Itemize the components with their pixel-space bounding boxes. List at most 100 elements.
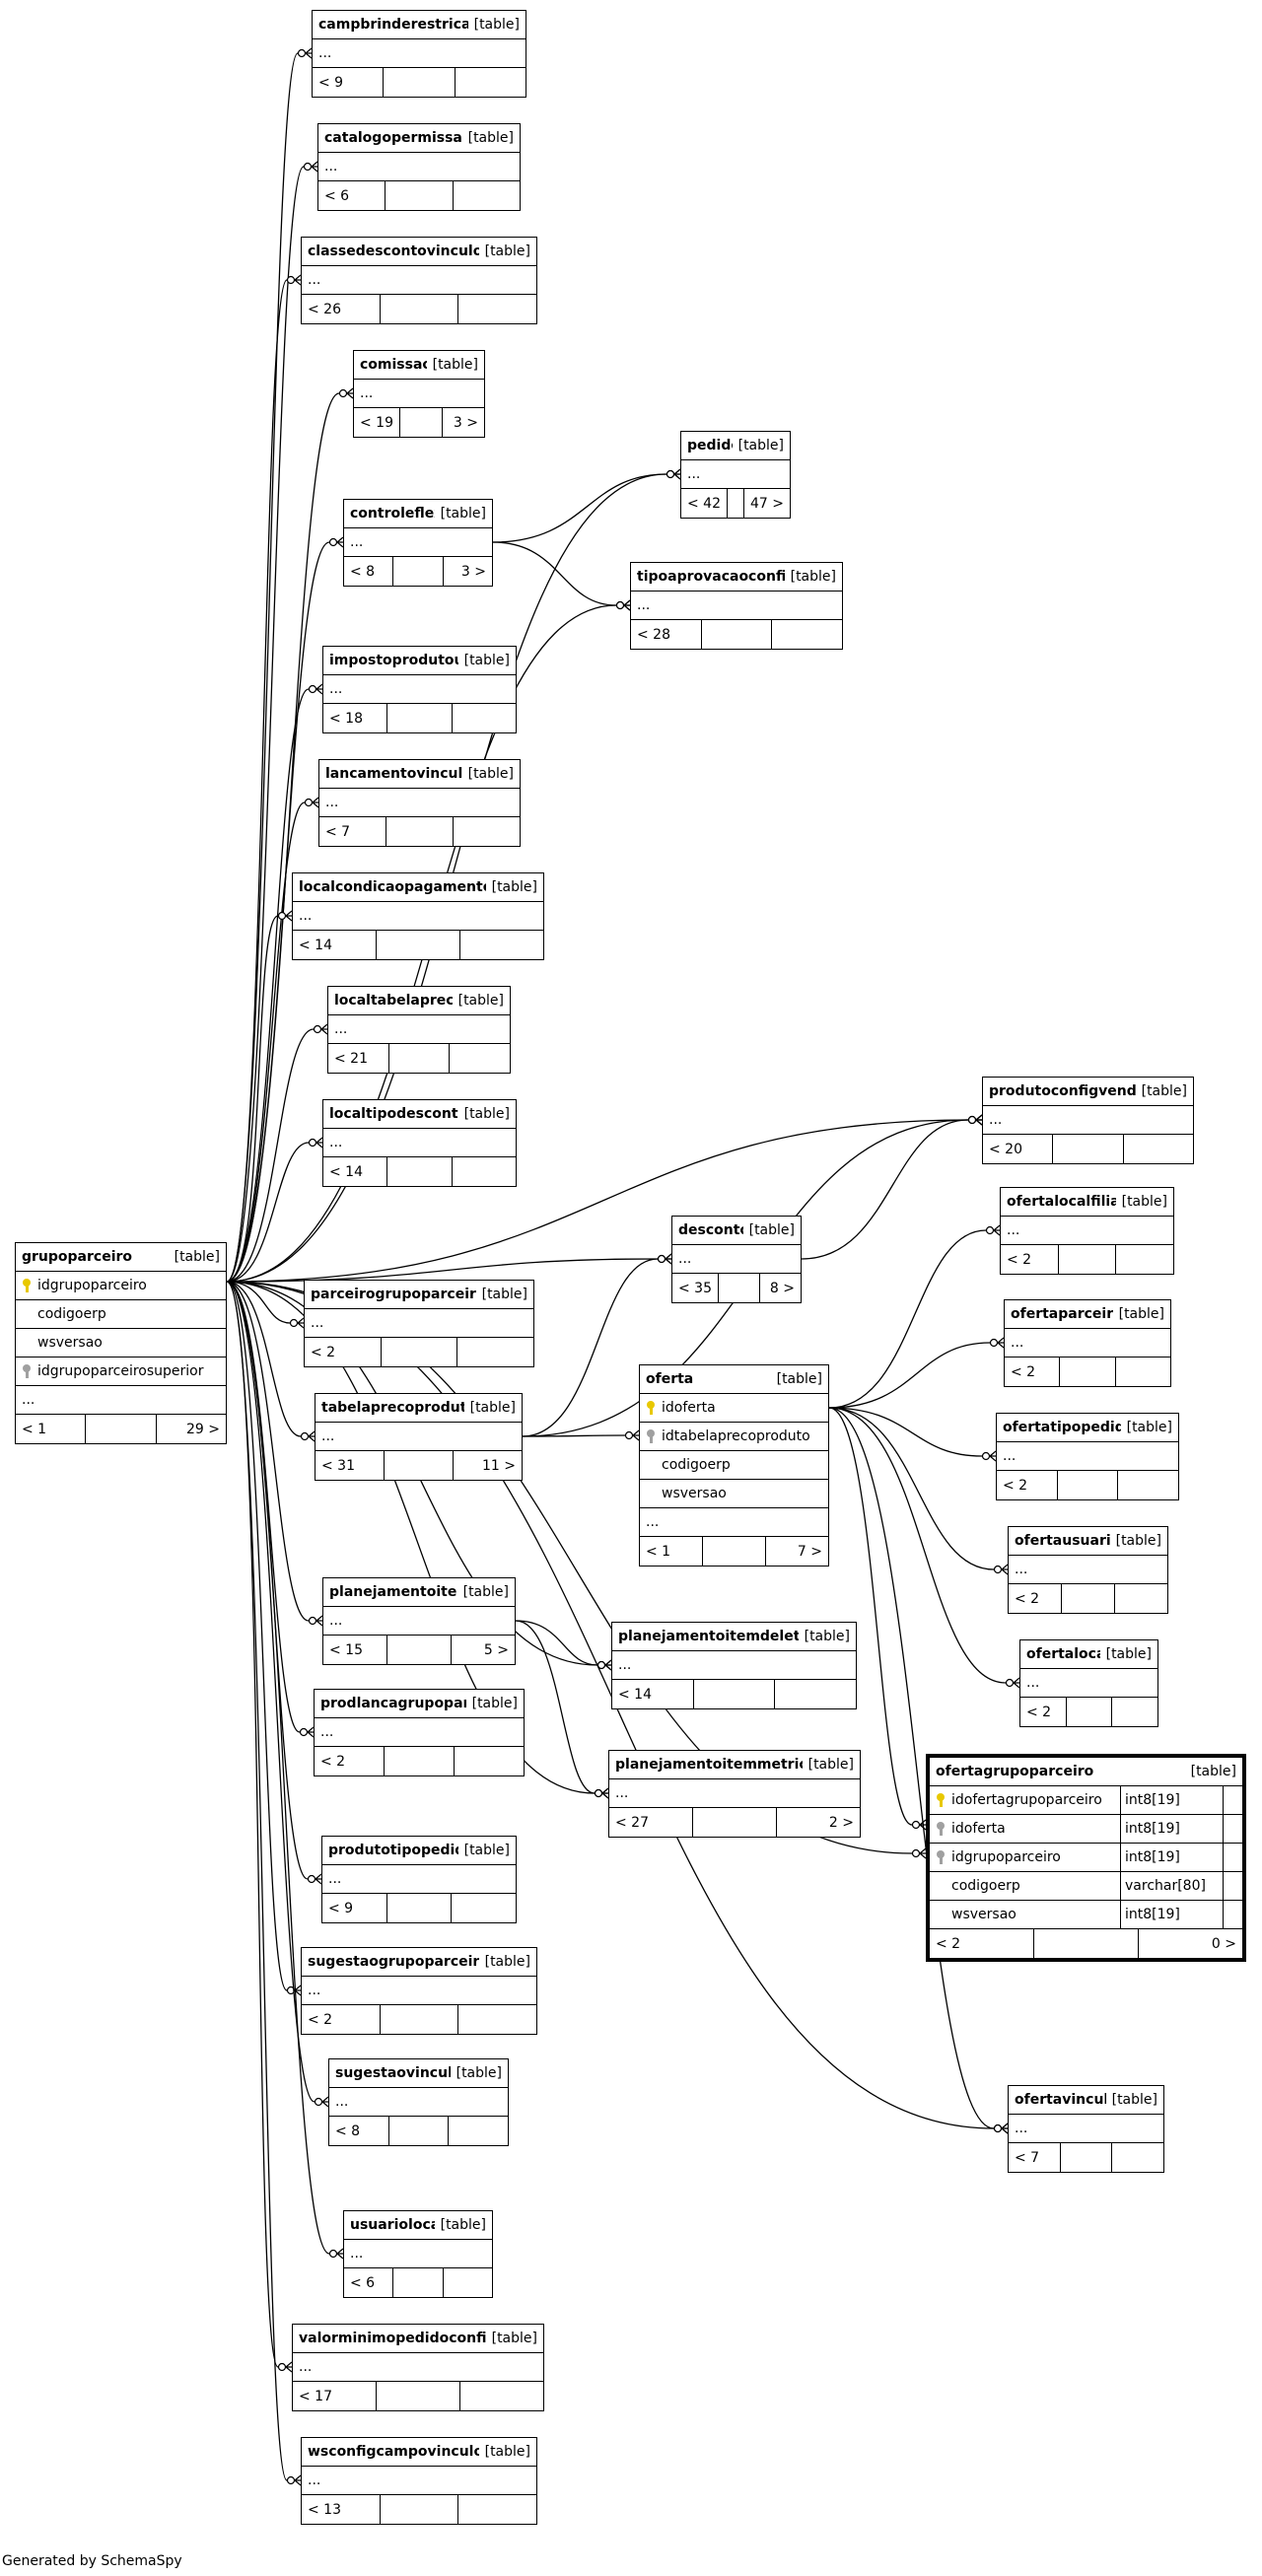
table-wsconfigcampovinculo[interactable]: wsconfigcampovinculo[table]...< 13 bbox=[301, 2437, 537, 2525]
columns-ellipsis[interactable]: ... bbox=[315, 1718, 524, 1747]
columns-ellipsis[interactable]: ... bbox=[631, 592, 842, 620]
parents-count[interactable]: < 2 bbox=[936, 1935, 961, 1952]
children-count[interactable] bbox=[1116, 1358, 1170, 1386]
children-count[interactable] bbox=[455, 1747, 524, 1775]
parents-count[interactable]: < 35 bbox=[678, 1280, 712, 1296]
columns-ellipsis[interactable]: ... bbox=[997, 1442, 1178, 1471]
columns-ellipsis[interactable]: ... bbox=[322, 1865, 516, 1894]
parents-count[interactable]: < 9 bbox=[328, 1900, 354, 1916]
parents-count[interactable]: < 31 bbox=[321, 1457, 355, 1474]
columns-ellipsis[interactable]: ... bbox=[344, 528, 492, 557]
parents-count[interactable]: < 21 bbox=[334, 1050, 368, 1067]
children-count[interactable] bbox=[1112, 2143, 1163, 2172]
table-name[interactable]: ofertaparceiro bbox=[1011, 1306, 1113, 1322]
children-count[interactable] bbox=[454, 181, 520, 210]
children-count[interactable] bbox=[458, 2005, 536, 2034]
columns-ellipsis[interactable]: ... bbox=[681, 460, 790, 489]
columns-ellipsis[interactable]: ... bbox=[302, 266, 536, 295]
table-produtoconfigvenda[interactable]: produtoconfigvenda[table]...< 20 bbox=[982, 1077, 1194, 1164]
table-name[interactable]: localcondicaopagamento bbox=[299, 879, 486, 895]
columns-ellipsis[interactable]: ... bbox=[612, 1651, 856, 1680]
table-name[interactable]: planejamentoitem bbox=[329, 1584, 457, 1600]
parents-count[interactable]: < 2 bbox=[1026, 1704, 1052, 1720]
columns-ellipsis[interactable]: ... bbox=[323, 1129, 516, 1157]
children-count[interactable] bbox=[1115, 1584, 1167, 1613]
children-count[interactable] bbox=[1116, 1245, 1173, 1274]
children-count[interactable] bbox=[460, 2382, 543, 2410]
columns-ellipsis[interactable]: ... bbox=[323, 1607, 515, 1636]
parents-count[interactable]: < 13 bbox=[308, 2501, 341, 2518]
table-name[interactable]: ofertalocalfilial bbox=[1007, 1194, 1116, 1210]
columns-ellipsis[interactable]: ... bbox=[1020, 1669, 1157, 1698]
column-row[interactable]: codigoerp bbox=[16, 1300, 226, 1329]
table-name[interactable]: comissao bbox=[360, 357, 427, 373]
parents-count[interactable]: < 15 bbox=[329, 1641, 363, 1658]
children-count[interactable] bbox=[454, 817, 520, 846]
table-parceirogrupoparceiro[interactable]: parceirogrupoparceiro[table]...< 2 bbox=[304, 1280, 534, 1367]
table-name[interactable]: usuariolocal bbox=[350, 2217, 435, 2233]
columns-ellipsis[interactable]: ... bbox=[302, 1977, 536, 2005]
parents-count[interactable]: < 27 bbox=[615, 1814, 649, 1831]
table-lancamentovinculo[interactable]: lancamentovinculo[table]...< 7 bbox=[318, 759, 521, 847]
columns-ellipsis[interactable]: ... bbox=[1005, 1329, 1170, 1358]
table-name[interactable]: oferta bbox=[646, 1371, 694, 1387]
column-row[interactable]: wsversao bbox=[640, 1480, 828, 1508]
table-name[interactable]: localtabelapreco bbox=[334, 993, 453, 1009]
table-impostoprodutouf[interactable]: impostoprodutouf[table]...< 18 bbox=[322, 646, 517, 733]
columns-ellipsis[interactable]: ... bbox=[16, 1386, 226, 1415]
table-name[interactable]: desconto bbox=[678, 1222, 743, 1238]
table-usuariolocal[interactable]: usuariolocal[table]...< 6 bbox=[343, 2210, 493, 2298]
table-sugestaovinculo[interactable]: sugestaovinculo[table]...< 8 bbox=[328, 2058, 509, 2146]
table-name[interactable]: produtotipopedido bbox=[328, 1843, 458, 1858]
children-count[interactable] bbox=[456, 68, 526, 97]
table-name[interactable]: produtoconfigvenda bbox=[989, 1083, 1136, 1099]
children-count[interactable]: 0 > bbox=[1211, 1935, 1236, 1952]
columns-ellipsis[interactable]: ... bbox=[329, 2088, 508, 2117]
column-row[interactable]: idtabelaprecoproduto bbox=[640, 1423, 828, 1451]
parents-count[interactable]: < 1 bbox=[646, 1543, 671, 1560]
column-row[interactable]: idgrupoparceirosuperior bbox=[16, 1358, 226, 1386]
parents-count[interactable]: < 18 bbox=[329, 710, 363, 727]
table-classedescontovinculo[interactable]: classedescontovinculo[table]...< 26 bbox=[301, 237, 537, 324]
column-row[interactable]: wsversao bbox=[16, 1329, 226, 1358]
parents-count[interactable]: < 2 bbox=[1007, 1251, 1032, 1268]
table-name[interactable]: catalogopermissao bbox=[324, 130, 462, 146]
children-count[interactable] bbox=[458, 2495, 536, 2524]
children-count[interactable] bbox=[452, 1894, 516, 1922]
columns-ellipsis[interactable]: ... bbox=[344, 2240, 492, 2268]
table-name[interactable]: grupoparceiro bbox=[22, 1249, 133, 1265]
table-catalogopermissao[interactable]: catalogopermissao[table]...< 6 bbox=[317, 123, 521, 211]
table-localcondicaopagamento[interactable]: localcondicaopagamento[table]...< 14 bbox=[292, 872, 544, 960]
columns-ellipsis[interactable]: ... bbox=[609, 1779, 860, 1808]
table-tipoaprovacaoconfig[interactable]: tipoaprovacaoconfig[table]...< 28 bbox=[630, 562, 843, 650]
table-name[interactable]: tipoaprovacaoconfig bbox=[637, 569, 785, 585]
table-name[interactable]: controleflex bbox=[350, 506, 435, 522]
table-name[interactable]: planejamentoitemmetrica bbox=[615, 1757, 803, 1773]
parents-count[interactable]: < 28 bbox=[637, 626, 670, 643]
children-count[interactable] bbox=[453, 704, 516, 732]
table-name[interactable]: lancamentovinculo bbox=[325, 766, 462, 782]
table-name[interactable]: ofertalocal bbox=[1026, 1646, 1100, 1662]
columns-ellipsis[interactable]: ... bbox=[1009, 2115, 1163, 2143]
children-count[interactable]: 29 > bbox=[185, 1421, 220, 1437]
parents-count[interactable]: < 42 bbox=[687, 495, 721, 512]
table-name[interactable]: tabelaprecoproduto bbox=[321, 1400, 464, 1416]
parents-count[interactable]: < 6 bbox=[350, 2274, 376, 2291]
table-localtabelapreco[interactable]: localtabelapreco[table]...< 21 bbox=[327, 986, 511, 1074]
parents-count[interactable]: < 14 bbox=[299, 937, 332, 953]
columns-ellipsis[interactable]: ... bbox=[318, 153, 520, 181]
table-name[interactable]: sugestaogrupoparceiro bbox=[308, 1954, 479, 1970]
columns-ellipsis[interactable]: ... bbox=[319, 789, 520, 817]
table-planejamentoitemdelete[interactable]: planejamentoitemdelete[table]...< 14 bbox=[611, 1622, 857, 1709]
children-count[interactable]: 3 > bbox=[453, 414, 478, 431]
table-ofertalocal[interactable]: ofertalocal[table]...< 2 bbox=[1019, 1639, 1158, 1727]
table-ofertagrupoparceiro[interactable]: ofertagrupoparceiro[table]idofertagrupop… bbox=[926, 1754, 1246, 1962]
table-name[interactable]: ofertatipopedido bbox=[1003, 1420, 1121, 1435]
table-ofertausuario[interactable]: ofertausuario[table]...< 2 bbox=[1008, 1526, 1168, 1614]
